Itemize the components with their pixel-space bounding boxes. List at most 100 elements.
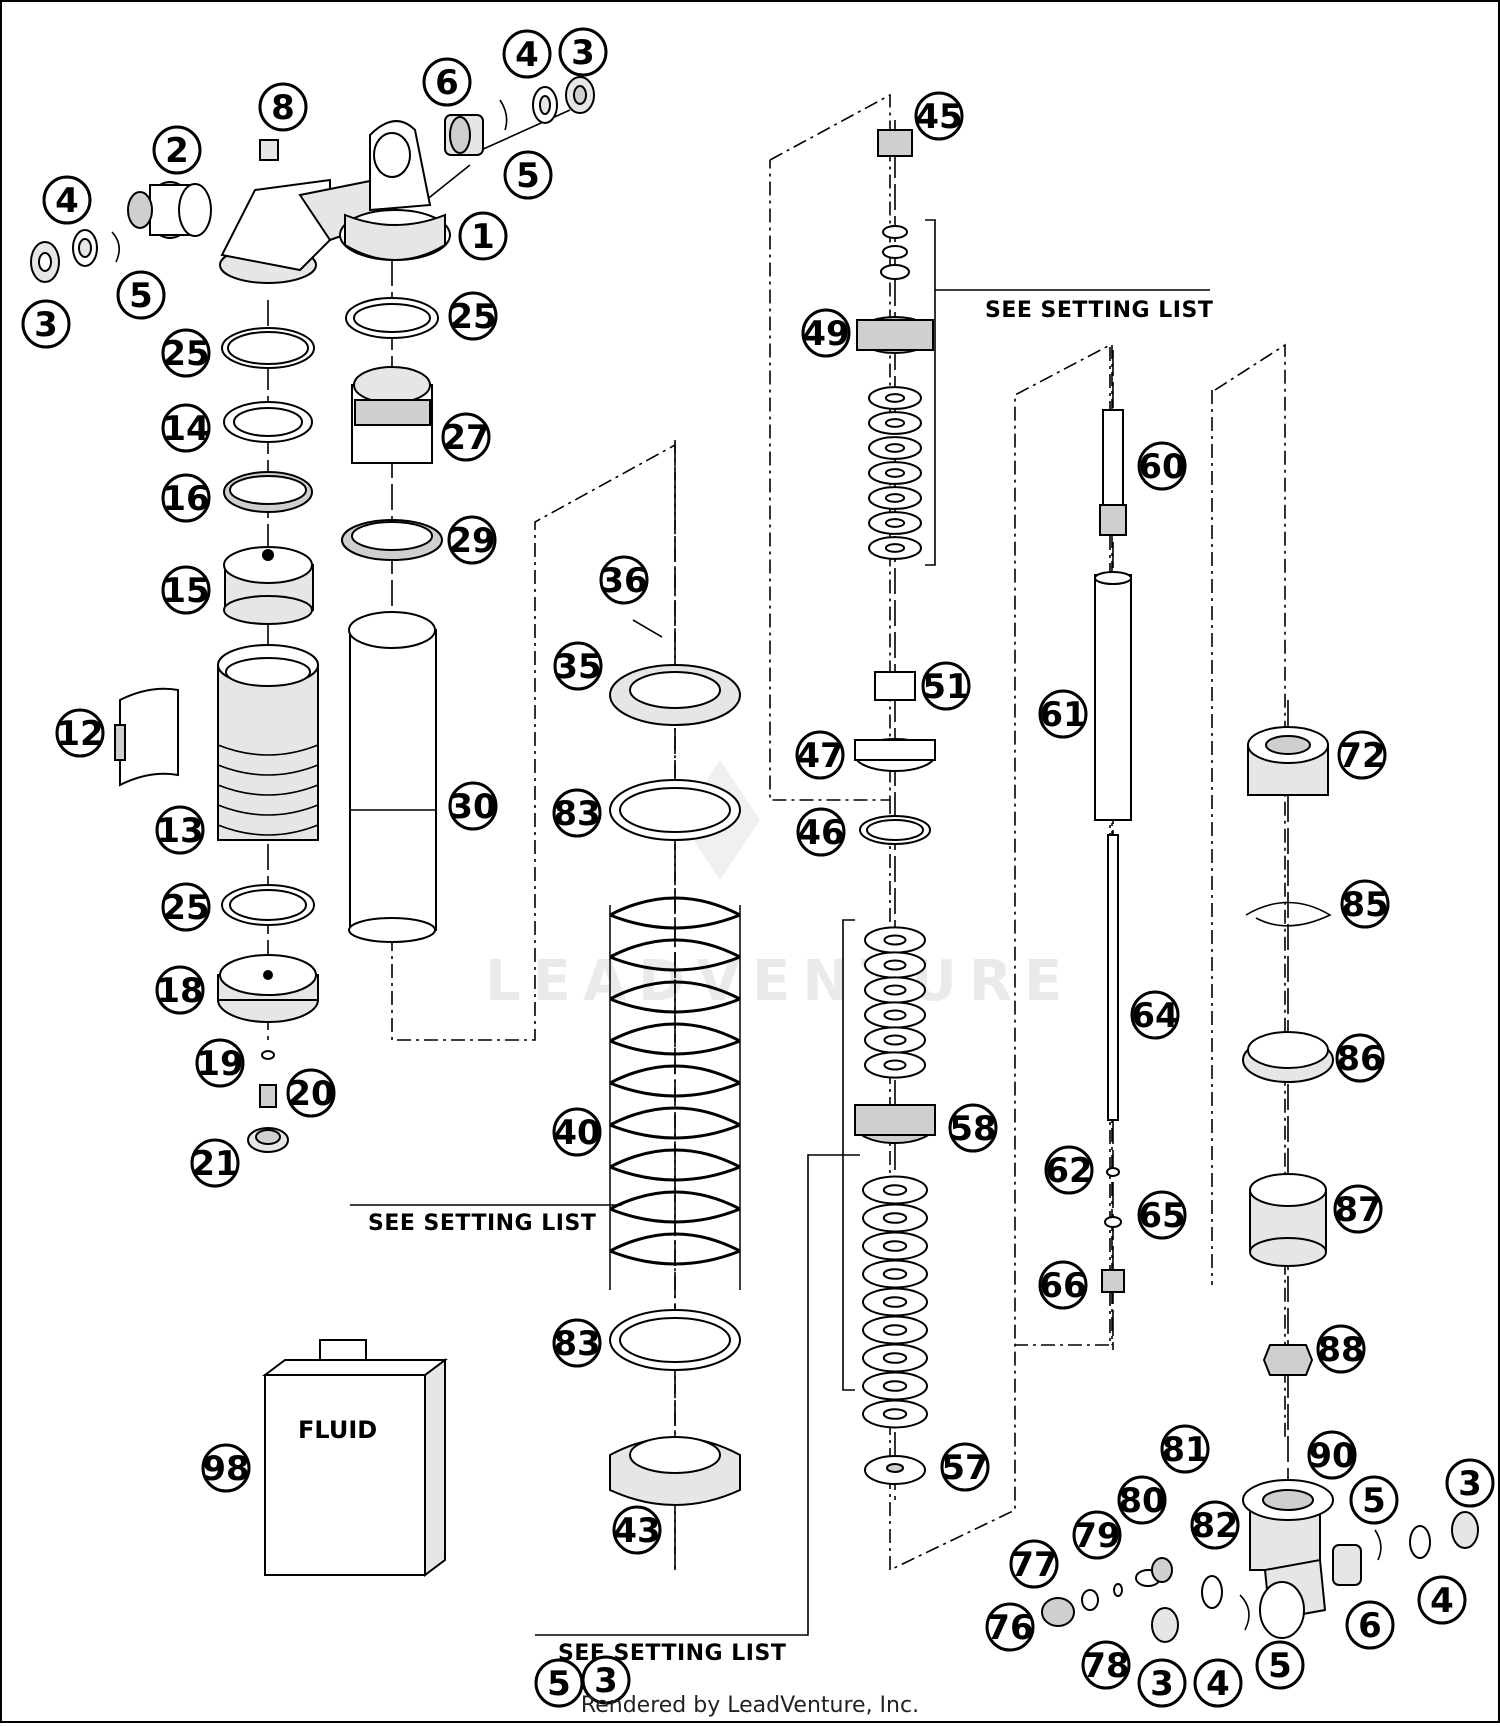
callout-number: 51: [922, 667, 969, 707]
callout-40: 40: [552, 1107, 602, 1157]
callout-19: 19: [195, 1038, 245, 1088]
callout-number: 13: [156, 811, 203, 851]
callout-83: 83: [552, 1318, 602, 1368]
callout-number: 36: [600, 561, 647, 601]
callout-35: 35: [553, 641, 603, 691]
callout-number: 25: [449, 297, 496, 337]
callout-3: 3: [21, 299, 71, 349]
callout-number: 81: [1161, 1430, 1208, 1470]
watermark-text: LEADVENTURE: [485, 949, 1074, 1014]
callout-number: 86: [1336, 1039, 1383, 1079]
callout-61: 61: [1038, 689, 1088, 739]
callout-78: 78: [1081, 1640, 1131, 1690]
callout-5: 5: [1255, 1640, 1305, 1690]
part-bearing-top: [259, 76, 595, 161]
part-label-12: [114, 687, 179, 787]
callout-layer: 1233333444455555668121314151618192021252…: [21, 27, 1495, 1708]
callout-number: 4: [1430, 1581, 1454, 1621]
callout-number: 98: [202, 1449, 249, 1489]
callout-51: 51: [921, 661, 971, 711]
callout-47: 47: [795, 730, 845, 780]
callout-8: 8: [258, 82, 308, 132]
callout-25: 25: [161, 328, 211, 378]
footer-credit: Rendered by LeadVenture, Inc.: [581, 1693, 919, 1718]
callout-number: 30: [449, 787, 496, 827]
callout-86: 86: [1335, 1033, 1385, 1083]
callout-5: 5: [1349, 1475, 1399, 1525]
callout-number: 4: [1206, 1664, 1230, 1704]
callout-29: 29: [447, 515, 497, 565]
callout-62: 62: [1044, 1145, 1094, 1195]
callout-number: 66: [1039, 1266, 1086, 1306]
callout-4: 4: [42, 175, 92, 225]
callout-number: 27: [442, 418, 489, 458]
callout-number: 3: [594, 1661, 618, 1701]
callout-13: 13: [155, 805, 205, 855]
callout-6: 6: [1345, 1600, 1395, 1650]
callout-number: 5: [1268, 1646, 1292, 1686]
callout-number: 61: [1039, 695, 1086, 735]
part-bearing-left: [30, 229, 120, 283]
callout-number: 64: [1131, 996, 1178, 1036]
callout-4: 4: [502, 29, 552, 79]
watermark: LEADVENTURE: [485, 760, 1074, 1014]
callout-5: 5: [116, 270, 166, 320]
callout-number: 43: [613, 1511, 660, 1551]
callout-number: 83: [553, 1324, 600, 1364]
callout-3: 3: [558, 27, 608, 77]
callout-number: 78: [1082, 1646, 1129, 1686]
part-lower-clevis: [1041, 1479, 1479, 1643]
callout-number: 29: [448, 521, 495, 561]
callout-number: 90: [1308, 1436, 1355, 1476]
callout-number: 85: [1341, 885, 1388, 925]
callout-3: 3: [1137, 1658, 1187, 1708]
part-rings-25-lower: [221, 884, 315, 926]
callout-number: 8: [271, 88, 295, 128]
callout-number: 25: [162, 334, 209, 374]
callout-number: 3: [34, 305, 58, 345]
callout-21: 21: [190, 1138, 240, 1188]
callout-number: 19: [196, 1044, 243, 1084]
part-rings-left: [221, 327, 315, 513]
callout-57: 57: [940, 1442, 990, 1492]
callout-81: 81: [1160, 1424, 1210, 1474]
callout-number: 47: [796, 736, 843, 776]
callout-45: 45: [914, 91, 964, 141]
callout-2: 2: [152, 125, 202, 175]
part-shaft-column: [854, 129, 936, 1485]
callout-number: 3: [1458, 1464, 1482, 1504]
callout-number: 5: [516, 156, 540, 196]
callout-5: 5: [503, 150, 553, 200]
callout-66: 66: [1038, 1260, 1088, 1310]
setting-list-note-top: SEE SETTING LIST: [985, 298, 1213, 323]
callout-1: 1: [458, 211, 508, 261]
callout-number: 57: [941, 1448, 988, 1488]
callout-number: 76: [986, 1608, 1033, 1648]
callout-number: 40: [553, 1113, 600, 1153]
callout-60: 60: [1137, 441, 1187, 491]
callout-36: 36: [599, 555, 649, 605]
callout-25: 25: [161, 882, 211, 932]
callout-number: 4: [515, 35, 539, 75]
callout-number: 5: [1362, 1481, 1386, 1521]
callout-number: 72: [1338, 736, 1385, 776]
callout-14: 14: [161, 403, 211, 453]
callout-number: 4: [55, 181, 79, 221]
callout-3: 3: [581, 1655, 631, 1705]
callout-number: 15: [162, 571, 209, 611]
callout-77: 77: [1009, 1539, 1059, 1589]
callout-number: 60: [1138, 447, 1185, 487]
callout-49: 49: [801, 308, 851, 358]
callout-number: 1: [471, 217, 495, 257]
callout-58: 58: [948, 1103, 998, 1153]
callout-87: 87: [1333, 1184, 1383, 1234]
setting-brackets: [350, 219, 1210, 1636]
part-spring-column: [609, 619, 741, 1506]
callout-number: 58: [949, 1109, 996, 1149]
callout-number: 88: [1317, 1330, 1364, 1370]
callout-76: 76: [985, 1602, 1035, 1652]
callout-79: 79: [1072, 1510, 1122, 1560]
callout-98: 98: [201, 1443, 251, 1493]
callout-30: 30: [448, 781, 498, 831]
part-cap-18: [217, 954, 319, 1023]
